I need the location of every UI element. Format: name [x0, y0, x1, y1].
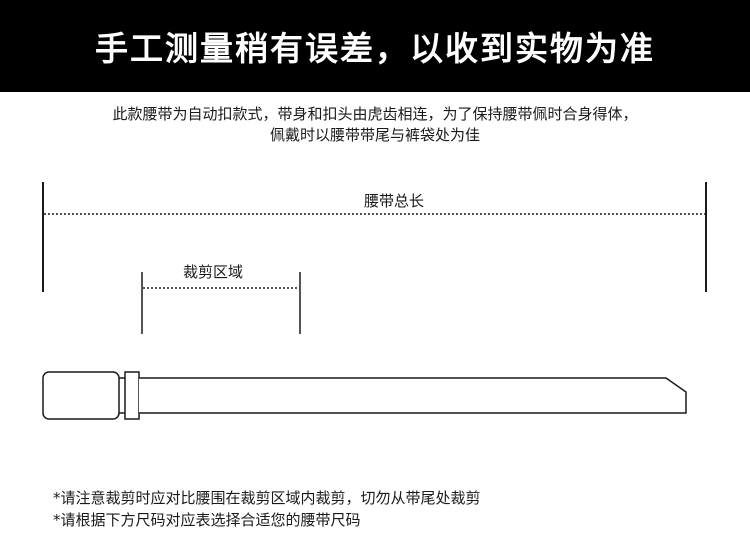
cut-zone-label: 裁剪区域	[183, 263, 244, 281]
belt-buckle	[42, 371, 120, 420]
banner-title: 手工测量稍有误差，以收到实物为准	[95, 29, 655, 68]
total-length-label: 腰带总长	[364, 192, 425, 210]
description-line-1: 此款腰带为自动扣款式，带身和扣头由虎齿相连，为了保持腰带佩时合身得体，	[112, 105, 638, 123]
note-item: *请根据下方尺码对应表选择合适您的腰带尺码	[53, 511, 361, 529]
description: 此款腰带为自动扣款式，带身和扣头由虎齿相连，为了保持腰带佩时合身得体， 佩戴时以…	[0, 104, 750, 146]
description-line-2: 佩戴时以腰带带尾与裤袋处为佳	[269, 126, 480, 144]
notes: *请注意裁剪时应对比腰围在裁剪区域内裁剪，切勿从带尾处裁剪 *请根据下方尺码对应…	[53, 487, 481, 531]
belt-strap	[139, 377, 687, 414]
header-banner	[0, 0, 750, 92]
note-item: *请注意裁剪时应对比腰围在裁剪区域内裁剪，切勿从带尾处裁剪	[53, 489, 481, 507]
buckle-connector	[124, 371, 140, 420]
